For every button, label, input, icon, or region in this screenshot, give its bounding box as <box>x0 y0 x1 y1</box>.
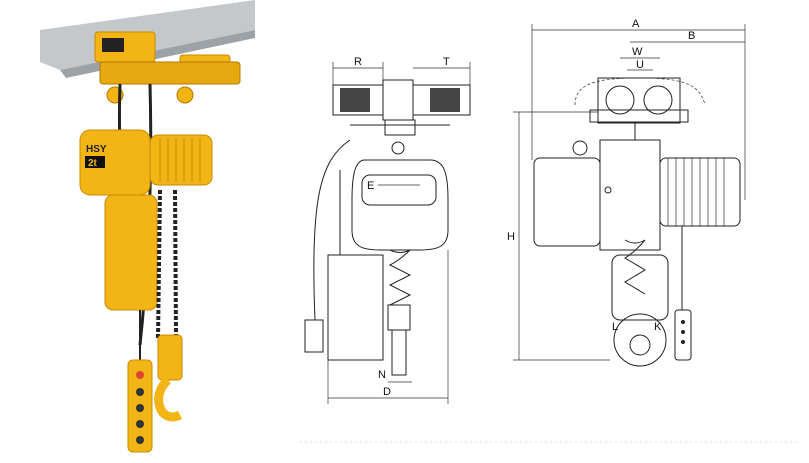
dim-label-a: A <box>632 18 640 30</box>
dim-label-e: E <box>367 180 374 192</box>
motor <box>149 134 213 186</box>
hoist-photo: HSY 2t <box>40 0 255 453</box>
dim-label-k: K <box>654 321 662 333</box>
dim-label-w: W <box>632 46 643 58</box>
hook <box>154 376 183 422</box>
chain-bag <box>104 194 158 311</box>
dim-label-n: N <box>378 369 386 381</box>
dim-label-d: D <box>383 386 391 398</box>
brand-label: HSY <box>86 144 107 155</box>
side-view-drawing: R T E N D <box>304 56 471 404</box>
dim-label-b: B <box>688 30 695 42</box>
capacity-label: 2t <box>88 158 98 169</box>
hook-block <box>157 334 183 381</box>
dim-label-l: L <box>612 321 618 333</box>
dim-label-h: H <box>507 231 515 243</box>
dim-label-u: U <box>636 59 644 71</box>
dim-label-r: R <box>354 56 362 68</box>
dim-label-t: T <box>443 56 450 68</box>
front-view-drawing: A B W U H <box>507 18 746 367</box>
